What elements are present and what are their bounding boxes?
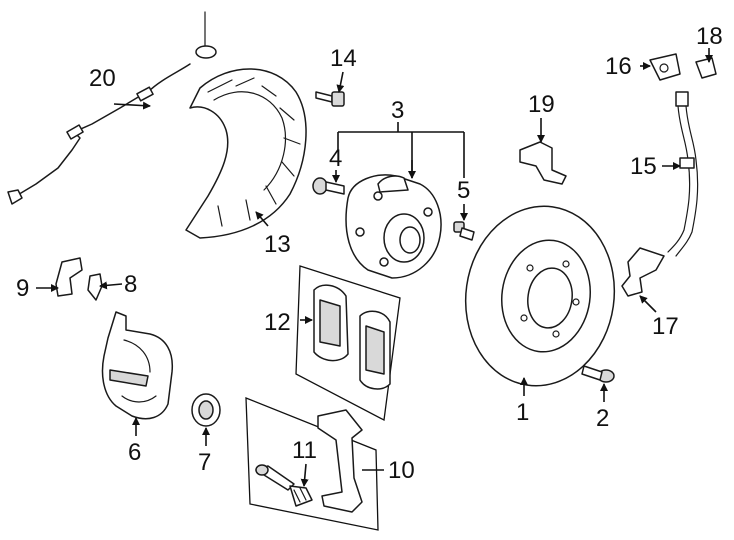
splash-shield	[185, 68, 307, 239]
callout-8: 8	[124, 271, 137, 298]
bracket-19	[519, 141, 567, 185]
callout-11: 11	[292, 437, 317, 464]
callout-13: 13	[264, 231, 291, 258]
callout-15: 15	[630, 153, 657, 180]
callout-18: 18	[696, 23, 723, 50]
callout-9: 9	[16, 275, 29, 302]
callout-16: 16	[605, 53, 632, 80]
callout-1: 1	[516, 399, 529, 426]
bleeder-screw-9	[55, 257, 83, 297]
guide-pin-boot	[289, 485, 313, 507]
caliper	[101, 311, 174, 420]
bolt-4	[312, 177, 345, 195]
hub-bearing	[345, 174, 442, 279]
hose-bracket	[621, 247, 665, 297]
callout-10: 10	[388, 457, 415, 484]
callout-12: 12	[264, 309, 291, 336]
brake-rotor	[464, 205, 616, 387]
rotor-screw	[581, 365, 615, 383]
callout-labels: 20 14 3 4 5 19 13 16 18 15 17 9 8 12 6 7…	[16, 23, 723, 484]
leader-lines	[36, 48, 713, 487]
callout-20: 20	[89, 65, 116, 92]
callout-4: 4	[329, 145, 342, 172]
callout-5: 5	[457, 177, 470, 204]
piston-seal	[191, 393, 221, 427]
callout-6: 6	[128, 439, 141, 466]
bolt-14	[315, 91, 345, 107]
callout-19: 19	[528, 91, 555, 118]
fitting-8	[87, 273, 103, 301]
callout-7: 7	[198, 449, 211, 476]
abs-sensor-harness	[7, 11, 217, 205]
bolt-5	[453, 221, 475, 241]
callout-2: 2	[596, 405, 609, 432]
callout-17: 17	[652, 313, 679, 340]
brake-pad-kit	[295, 265, 401, 422]
brake-hose	[649, 53, 717, 257]
caliper-bracket-kit	[245, 397, 379, 531]
callout-14: 14	[330, 45, 357, 72]
callout-3: 3	[391, 97, 404, 124]
